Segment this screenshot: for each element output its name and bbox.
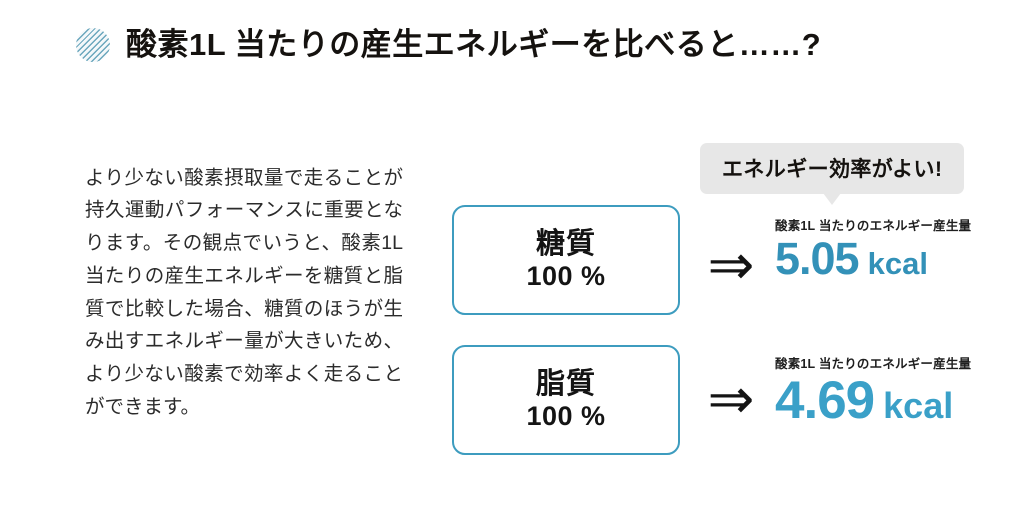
page-title: 酸素1L 当たりの産生エネルギーを比べると……? [126,27,822,62]
box-value: 100 % [526,401,606,432]
box-label: 脂質 [535,367,596,400]
result-number: 4.69 [775,371,875,430]
result-number: 5.05 [775,233,860,284]
hatched-circle-icon [76,28,110,63]
result-figure: 5.05 kcal [775,233,971,284]
result-figure: 4.69 kcal [775,373,971,429]
box-label: 糖質 [535,227,596,260]
result-caption: 酸素1L 当たりのエネルギー産生量 [775,357,972,371]
comparison-box-carbohydrate: 糖質 100 % [452,205,680,315]
body-paragraph: より少ない酸素摂取量で走ることが持久運動パフォーマンスに重要となります。その観点… [85,166,403,418]
callout-bubble: エネルギー効率がよい! [700,143,965,205]
double-arrow-right-icon: ⇒ [707,367,755,432]
comparison-box-fat: 脂質 100 % [452,345,680,455]
title-row: 酸素1L 当たりの産生エネルギーを比べると……? [76,27,822,63]
result-caption: 酸素1L 当たりのエネルギー産生量 [775,219,972,233]
box-value: 100 % [526,261,606,292]
result-carbohydrate: 酸素1L 当たりのエネルギー産生量 5.05 kcal [775,219,971,282]
callout-tail-icon [823,193,842,205]
result-unit: kcal [867,246,928,281]
callout-text: エネルギー効率がよい! [722,158,943,181]
result-fat: 酸素1L 当たりのエネルギー産生量 4.69 kcal [775,357,971,429]
double-arrow-right-icon: ⇒ [707,233,755,298]
result-unit: kcal [883,385,954,426]
